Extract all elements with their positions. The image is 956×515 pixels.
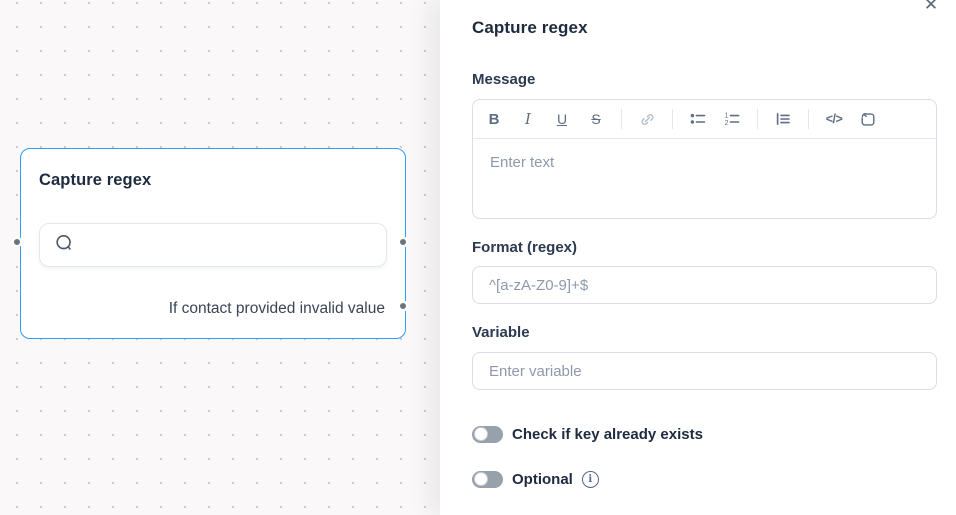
- toggle-knob: [473, 427, 488, 441]
- close-icon[interactable]: ✕: [917, 0, 945, 19]
- strikethrough-icon[interactable]: S: [587, 108, 605, 130]
- format-regex-input[interactable]: [472, 266, 937, 304]
- ordered-list-icon[interactable]: 1 2: [723, 108, 741, 130]
- check-key-label: Check if key already exists: [512, 425, 703, 443]
- node-message-preview[interactable]: [39, 223, 387, 267]
- toolbar-divider: [808, 109, 809, 129]
- port-input[interactable]: [14, 239, 20, 245]
- settings-panel: Capture regex ✕ Message B I U S: [440, 0, 956, 515]
- chat-bubble-icon: [54, 233, 74, 258]
- port-output[interactable]: [400, 239, 406, 245]
- message-editor: B I U S: [472, 99, 937, 219]
- node-title: Capture regex: [39, 171, 152, 189]
- toggle-knob: [473, 472, 488, 486]
- port-error-output[interactable]: [400, 303, 406, 309]
- check-key-toggle[interactable]: [472, 425, 503, 443]
- optional-label: Optional: [512, 470, 573, 488]
- node-error-branch-label: If contact provided invalid value: [168, 300, 385, 317]
- underline-icon[interactable]: U: [553, 108, 571, 130]
- info-icon[interactable]: i: [581, 470, 599, 488]
- svg-text:2: 2: [725, 120, 729, 127]
- message-label: Message: [472, 71, 536, 88]
- capture-regex-node[interactable]: Capture regex If contact provided invali…: [14, 148, 406, 339]
- italic-icon[interactable]: I: [519, 108, 537, 130]
- toolbar-divider: [621, 109, 622, 129]
- bullet-list-icon[interactable]: [689, 108, 707, 130]
- check-key-toggle-row: Check if key already exists: [472, 423, 937, 445]
- panel-title: Capture regex: [472, 18, 588, 37]
- variable-input[interactable]: [472, 352, 937, 390]
- editor-toolbar: B I U S: [473, 100, 936, 139]
- optional-toggle-row: Optional i: [472, 468, 937, 490]
- code-icon[interactable]: </>: [825, 108, 843, 130]
- link-icon[interactable]: [638, 108, 656, 130]
- variable-label: Variable: [472, 324, 530, 341]
- bold-icon[interactable]: B: [485, 108, 503, 130]
- optional-toggle[interactable]: [472, 470, 503, 488]
- message-input[interactable]: [473, 139, 936, 218]
- panel-header: Capture regex ✕: [472, 0, 938, 38]
- format-regex-label: Format (regex): [472, 239, 578, 256]
- indent-list-icon[interactable]: [774, 108, 792, 130]
- svg-text:1: 1: [725, 113, 729, 120]
- toolbar-divider: [672, 109, 673, 129]
- emoji-sticker-icon[interactable]: [859, 108, 877, 130]
- toolbar-divider: [757, 109, 758, 129]
